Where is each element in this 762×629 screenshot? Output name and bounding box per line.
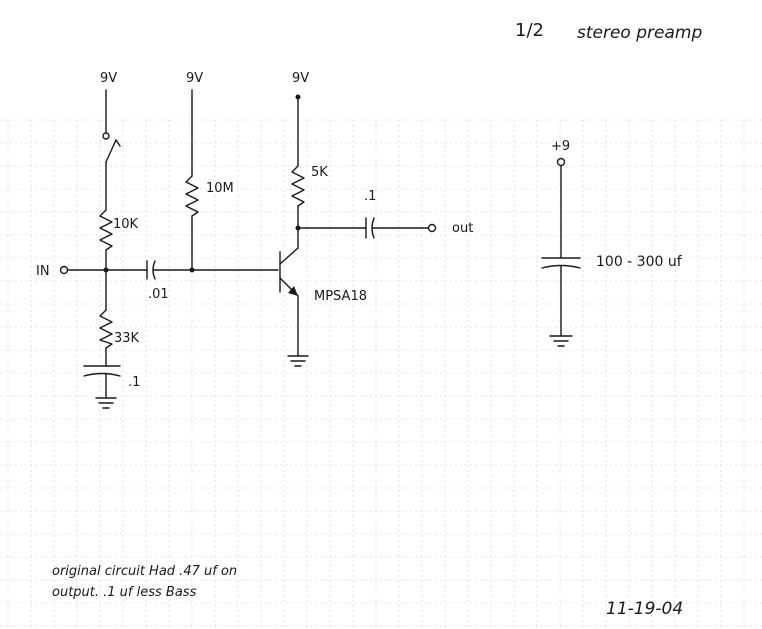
output-label: out (452, 221, 473, 236)
supply-middle-label: 9V (186, 71, 203, 86)
resistor-5k-label: 5K (311, 165, 328, 180)
graph-paper-grid (0, 119, 762, 629)
power-switch (102, 132, 121, 211)
half-label: 1/2 (515, 20, 544, 41)
capacitor-input: .01 (105, 260, 191, 302)
resistor-5k: 5K (291, 165, 328, 249)
resistor-33k: 33K (99, 269, 140, 367)
supply-right-label: 9V (292, 71, 309, 86)
supply-left-label: 9V (100, 71, 117, 86)
capacitor-filter: 100 - 300 uf (541, 254, 683, 337)
note-line-1: original circuit Had .47 uf on (52, 564, 237, 579)
input-port: IN (36, 264, 109, 279)
supply-middle: 9V (186, 71, 203, 177)
supply-plus9-label: +9 (551, 139, 570, 154)
supply-filter: +9 (551, 139, 570, 259)
ground-emitter (287, 355, 309, 367)
capacitor-output-label: .1 (364, 189, 376, 204)
resistor-10k-label: 10K (113, 217, 139, 232)
page-title: stereo preamp (577, 23, 702, 43)
transistor-label: MPSA18 (314, 289, 367, 304)
ground-filter (549, 335, 573, 347)
resistor-10m: 10M (185, 175, 234, 273)
capacitor-bias-label: .1 (128, 375, 140, 390)
date-label: 11-19-04 (606, 599, 683, 619)
ground-left (95, 397, 117, 409)
supply-right: 9V (292, 71, 309, 167)
supply-left: 9V (100, 71, 117, 133)
capacitor-filter-label: 100 - 300 uf (596, 254, 683, 270)
capacitor-input-label: .01 (148, 287, 169, 302)
transistor-mpsa18: MPSA18 (279, 247, 367, 357)
note-line-2: output. .1 uf less Bass (52, 585, 197, 600)
resistor-10m-label: 10M (206, 181, 234, 196)
capacitor-bias: .1 (83, 365, 140, 399)
resistor-10k: 10K (99, 209, 139, 271)
resistor-33k-label: 33K (114, 331, 140, 346)
input-label: IN (36, 264, 50, 279)
capacitor-output: .1 (297, 189, 429, 239)
output-port: out (427, 221, 473, 236)
